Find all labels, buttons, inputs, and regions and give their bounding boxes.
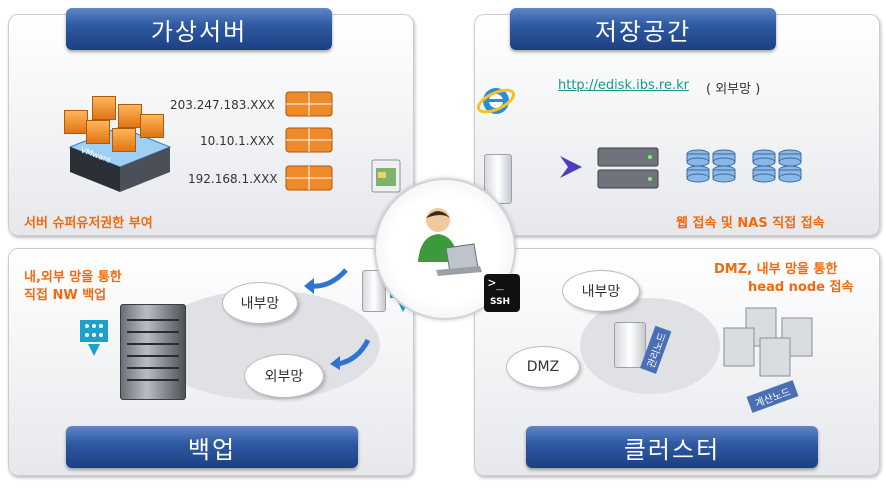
- disk-array-icon: [684, 148, 824, 194]
- vm-cube-icon: [86, 120, 110, 144]
- storage-url-note: ( 외부망 ): [706, 82, 761, 97]
- virtual-server-title: 가상서버: [66, 8, 332, 50]
- user-laptop-icon[interactable]: [412, 204, 482, 278]
- vm-cube-icon: [112, 128, 136, 152]
- backup-arrow-icon: [328, 336, 372, 370]
- cluster-dmz-cloud: DMZ: [506, 346, 580, 388]
- vm-cube-icon: [64, 110, 88, 134]
- ie-icon[interactable]: [476, 80, 516, 120]
- backup-note-line2: 직접 NW 백업: [24, 288, 107, 303]
- storage-server-icon: [596, 146, 660, 192]
- cluster-internal-cloud: 내부망: [562, 270, 640, 312]
- storage-title: 저장공간: [510, 8, 776, 50]
- link-arrow-icon: [556, 152, 586, 182]
- vm-cube-icon: [92, 96, 116, 120]
- backup-internal-cloud: 내부망: [222, 282, 298, 324]
- cluster-note-line2: head node 접속: [748, 280, 854, 295]
- storage-url-link[interactable]: http://edisk.ibs.re.kr: [558, 78, 689, 93]
- app-os-stack-1: [284, 90, 334, 118]
- network-switch-icon: [78, 318, 110, 358]
- backup-server-icon: [120, 304, 186, 400]
- vm-cube-icon: [140, 114, 164, 138]
- ssh-prompt: >_: [488, 276, 504, 291]
- backup-note-line1: 내,외부 망을 통한: [24, 270, 122, 285]
- ip-private: 192.168.1.XXX: [188, 172, 278, 186]
- ssh-terminal-icon[interactable]: >_ SSH: [484, 274, 520, 312]
- remote-desktop-icon: [370, 158, 404, 196]
- cluster-title: 클러스터: [526, 426, 818, 468]
- app-os-stack-3: [284, 164, 334, 192]
- ssh-label: SSH: [490, 297, 511, 307]
- app-os-stack-2: [284, 126, 334, 154]
- backup-external-cloud: 외부망: [244, 354, 324, 398]
- management-node-icon: [614, 322, 646, 368]
- vm-cube-icon: [118, 104, 142, 128]
- virtual-server-note: 서버 슈퍼유저권한 부여: [24, 216, 153, 231]
- compute-nodes-icon: [716, 304, 826, 384]
- backup-arrow-icon: [300, 264, 350, 294]
- storage-panel: [474, 14, 880, 236]
- ip-internal: 10.10.1.XXX: [200, 134, 275, 148]
- storage-note: 웹 접속 및 NAS 직접 접속: [676, 216, 825, 231]
- backup-title: 백업: [66, 426, 358, 468]
- nas-tower-icon: [484, 154, 512, 204]
- ip-public: 203.247.183.XXX: [170, 98, 275, 112]
- cluster-note-line1: DMZ, 내부 망을 통한: [714, 262, 838, 277]
